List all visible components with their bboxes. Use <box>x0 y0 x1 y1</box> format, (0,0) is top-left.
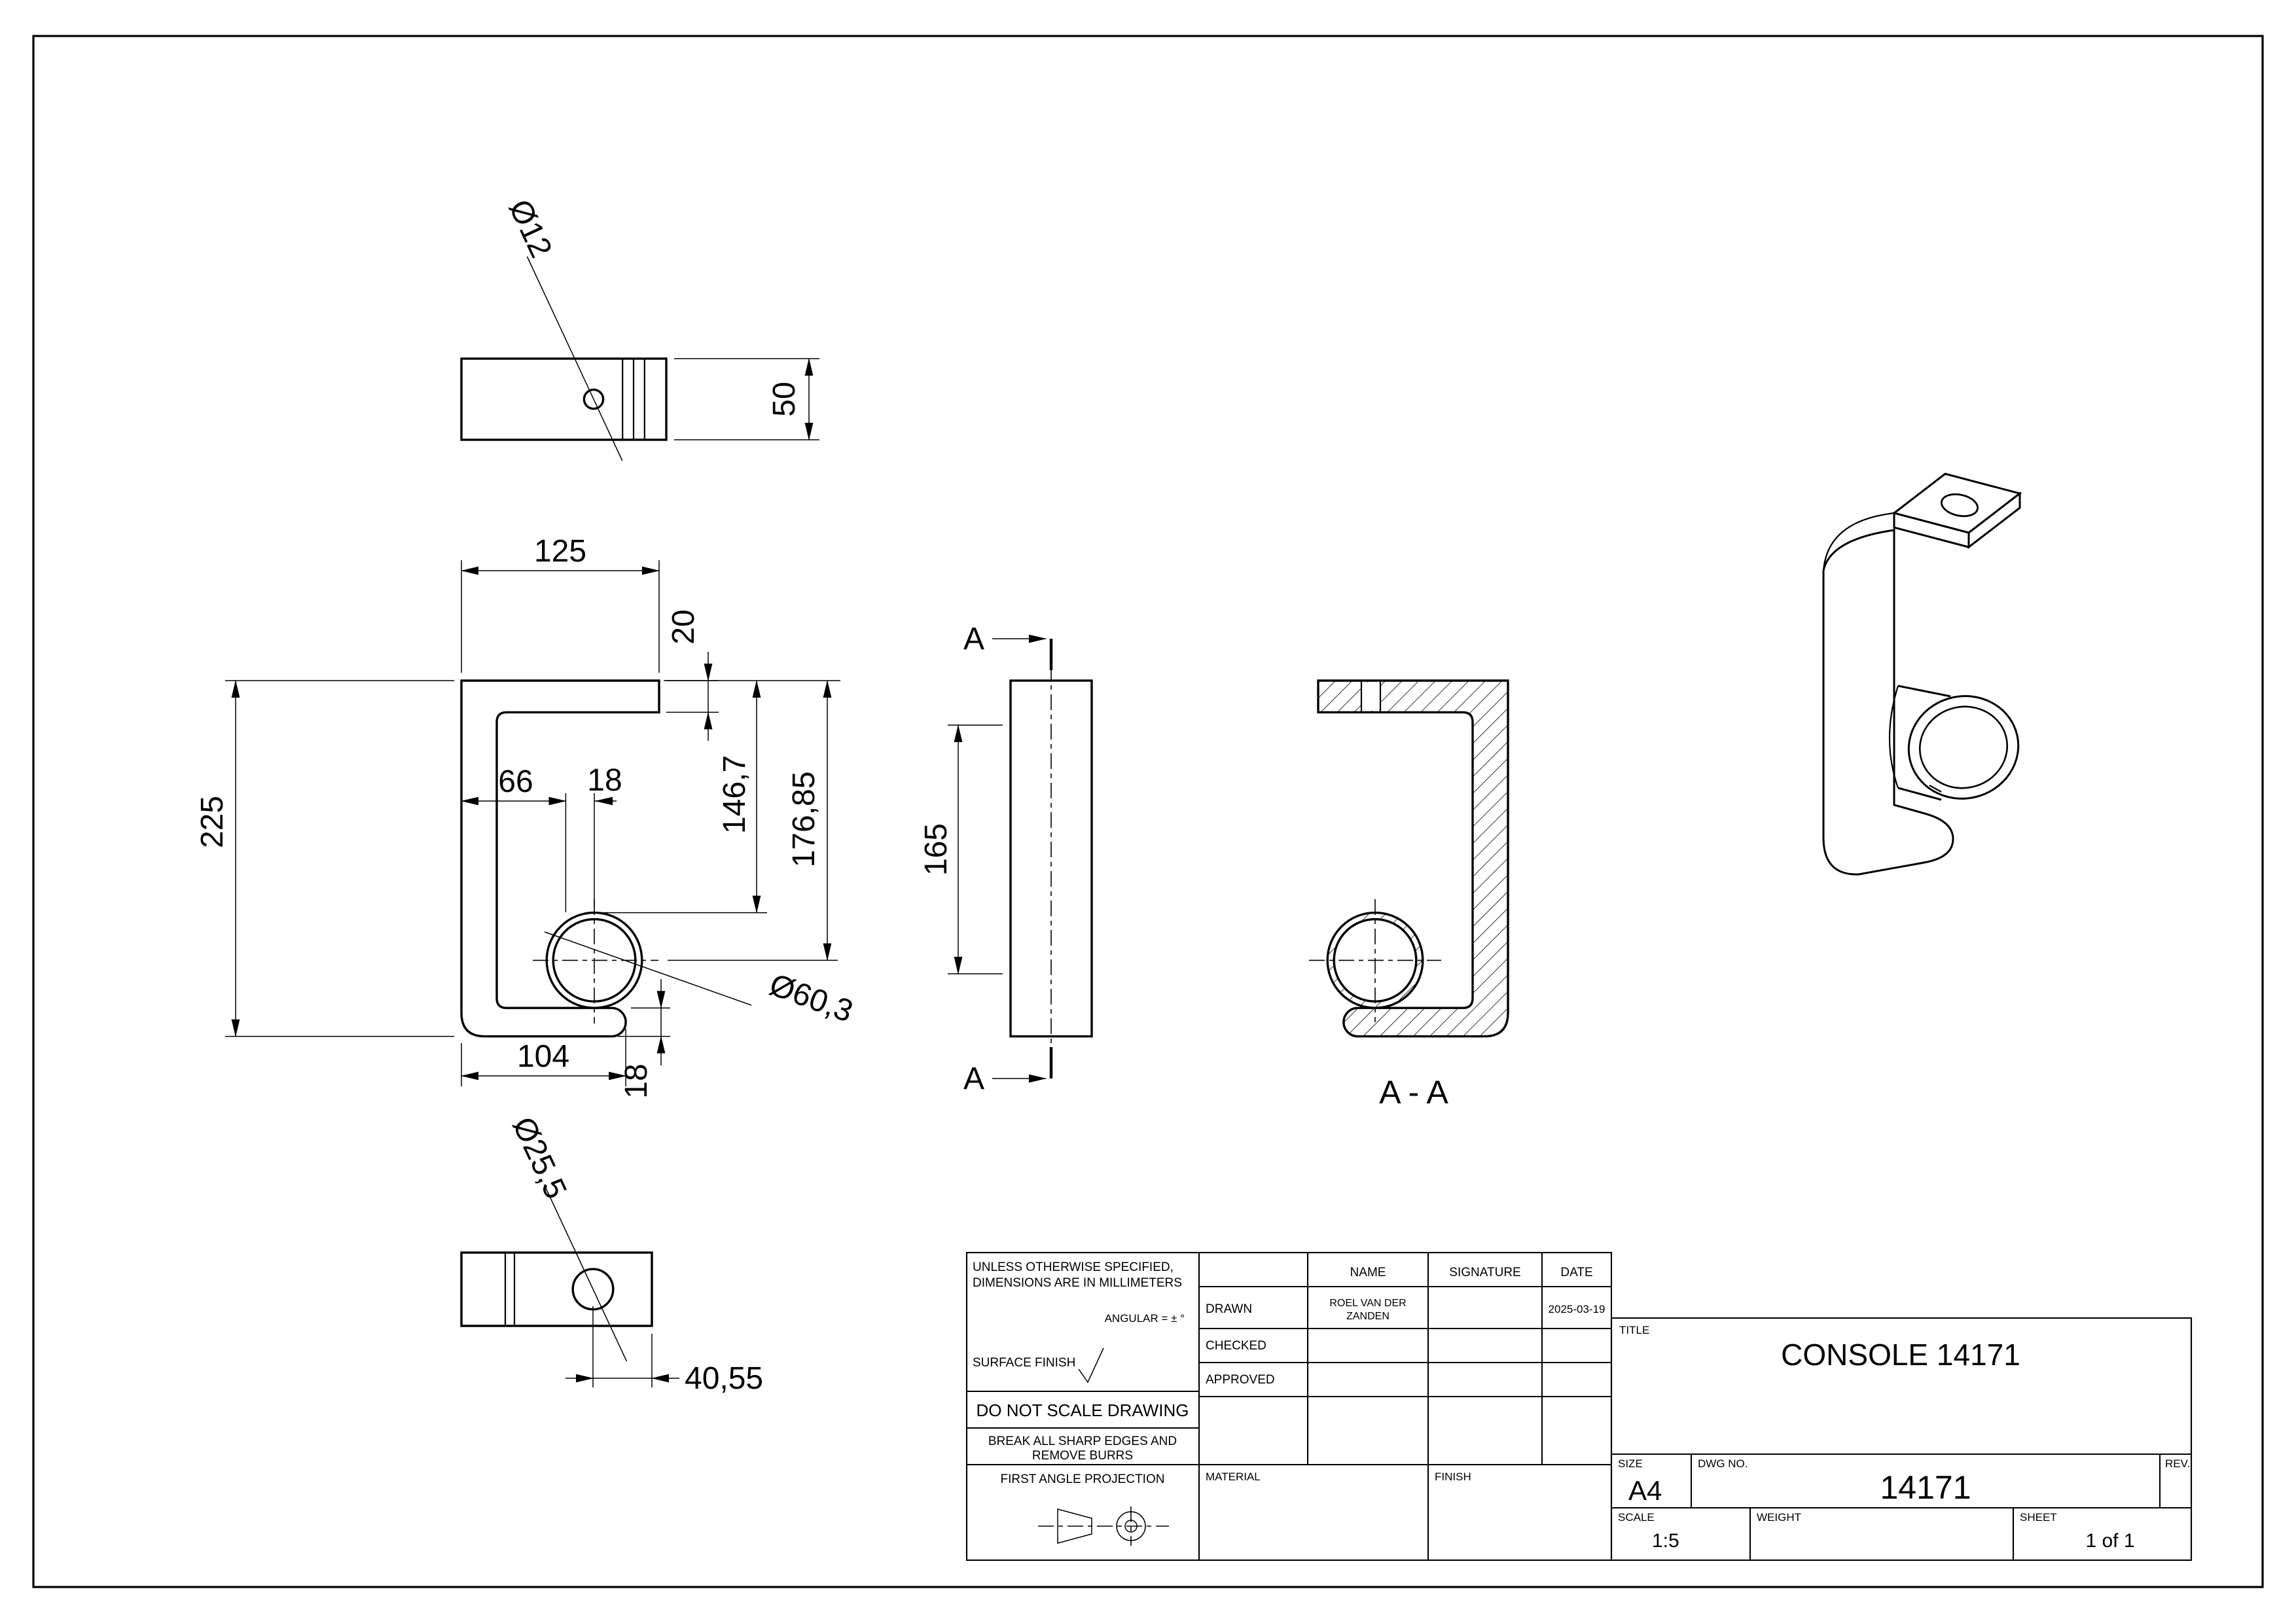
iso-cyl-face <box>1907 695 2020 800</box>
dim-hole-12: Ø12 <box>502 194 558 263</box>
front-view: 125 20 225 66 18 146,7 176,85 Ø60,3 <box>195 534 857 1099</box>
sheet-value: 1 of 1 <box>2085 1530 2134 1552</box>
row-approved: APPROVED <box>1206 1373 1275 1387</box>
section-label: A - A <box>1379 1074 1448 1111</box>
dim-arm-20: 20 <box>666 609 701 644</box>
tolerance-note: DIMENSIONS ARE IN MILLIMETERS <box>973 1276 1182 1290</box>
leader-line <box>543 1184 628 1362</box>
sheet-label: SHEET <box>2020 1511 2057 1524</box>
rev-label: REV. <box>2165 1457 2190 1470</box>
scale-label: SCALE <box>1618 1511 1655 1524</box>
hole-12 <box>583 388 605 410</box>
size-label: SIZE <box>1618 1457 1643 1470</box>
iso-cyl-mark <box>1929 785 1942 793</box>
deburr-note: REMOVE BURRS <box>1032 1449 1133 1463</box>
drawn-name: ZANDEN <box>1346 1311 1390 1322</box>
side-view: 165 A A <box>919 622 1093 1096</box>
leader-line <box>544 931 752 1006</box>
leader-line <box>526 256 623 461</box>
dim-tube-60-3: Ø60,3 <box>765 967 857 1029</box>
bracket-outline <box>460 679 660 1038</box>
drawing-title: CONSOLE 14171 <box>1781 1338 2020 1372</box>
section-letter-bottom: A <box>963 1061 984 1096</box>
row-checked: CHECKED <box>1206 1339 1266 1353</box>
scale-value: 1:5 <box>1652 1530 1679 1552</box>
weight-label: WEIGHT <box>1757 1511 1801 1524</box>
do-not-scale-note: DO NOT SCALE DRAWING <box>976 1400 1189 1420</box>
side-view-body <box>1009 679 1093 1038</box>
hole-gap <box>1362 682 1380 711</box>
title-block-right <box>1610 1317 2193 1561</box>
dim-66: 66 <box>498 764 533 799</box>
section-profile <box>1317 679 1509 1038</box>
bottom-view: Ø25,5 40,55 <box>460 1112 763 1396</box>
surface-finish-icon <box>1078 1347 1104 1383</box>
tolerance-note: UNLESS OTHERWISE SPECIFIED, <box>973 1260 1174 1274</box>
iso-body <box>1822 529 1954 876</box>
iso-cyl-top <box>1897 685 1951 698</box>
section-letter-top: A <box>963 622 984 656</box>
dwg-no-label: DWG NO. <box>1698 1457 1748 1470</box>
dwg-no-value: 14171 <box>1880 1469 1971 1506</box>
bottom-view-plate <box>460 1251 653 1327</box>
first-angle-projection-icon <box>1038 1507 1169 1546</box>
iso-cyl-bore <box>1918 705 2009 789</box>
dim-146-7: 146,7 <box>717 755 752 834</box>
isometric-view <box>1822 473 2022 876</box>
title-block: UNLESS OTHERWISE SPECIFIED, DIMENSIONS A… <box>965 1251 2193 1561</box>
top-view-plate <box>460 357 668 441</box>
title-label: TITLE <box>1619 1324 1649 1336</box>
sheet-border <box>32 35 2264 1588</box>
dim-176-85: 176,85 <box>787 772 821 868</box>
angular-note: ANGULAR = ± ° <box>1105 1312 1185 1325</box>
deburr-note: BREAK ALL SHARP EDGES AND <box>988 1435 1177 1448</box>
iso-cyl-bottom <box>1897 787 1942 801</box>
dim-165: 165 <box>919 823 954 876</box>
dim-hole-25-5: Ø25,5 <box>505 1112 573 1204</box>
col-date: DATE <box>1560 1266 1592 1279</box>
surface-finish-label: SURFACE FINISH <box>973 1356 1075 1370</box>
iso-cyl-root <box>1888 685 1899 789</box>
drawn-date: 2025-03-19 <box>1549 1303 1605 1315</box>
dim-18-arm: 18 <box>619 1063 654 1098</box>
row-drawn: DRAWN <box>1206 1302 1252 1316</box>
top-view: Ø12 50 <box>460 194 819 461</box>
dim-height-225: 225 <box>195 796 230 848</box>
section-view: A - A <box>1309 679 1509 1111</box>
dim-width-125: 125 <box>534 534 586 569</box>
material-label: MATERIAL <box>1206 1471 1261 1483</box>
col-name: NAME <box>1350 1266 1386 1279</box>
drawn-name: ROEL VAN DER <box>1329 1298 1406 1309</box>
dim-40-55: 40,55 <box>685 1361 763 1396</box>
iso-plate-front <box>1893 512 1970 548</box>
finish-label: FINISH <box>1435 1471 1471 1483</box>
dim-104: 104 <box>517 1039 569 1074</box>
iso-hole <box>1941 493 1979 518</box>
dim-height-50: 50 <box>767 382 802 416</box>
col-signature: SIGNATURE <box>1449 1266 1520 1279</box>
dim-18: 18 <box>587 763 622 798</box>
size-value: A4 <box>1628 1475 1662 1506</box>
projection-label: FIRST ANGLE PROJECTION <box>1001 1472 1165 1486</box>
